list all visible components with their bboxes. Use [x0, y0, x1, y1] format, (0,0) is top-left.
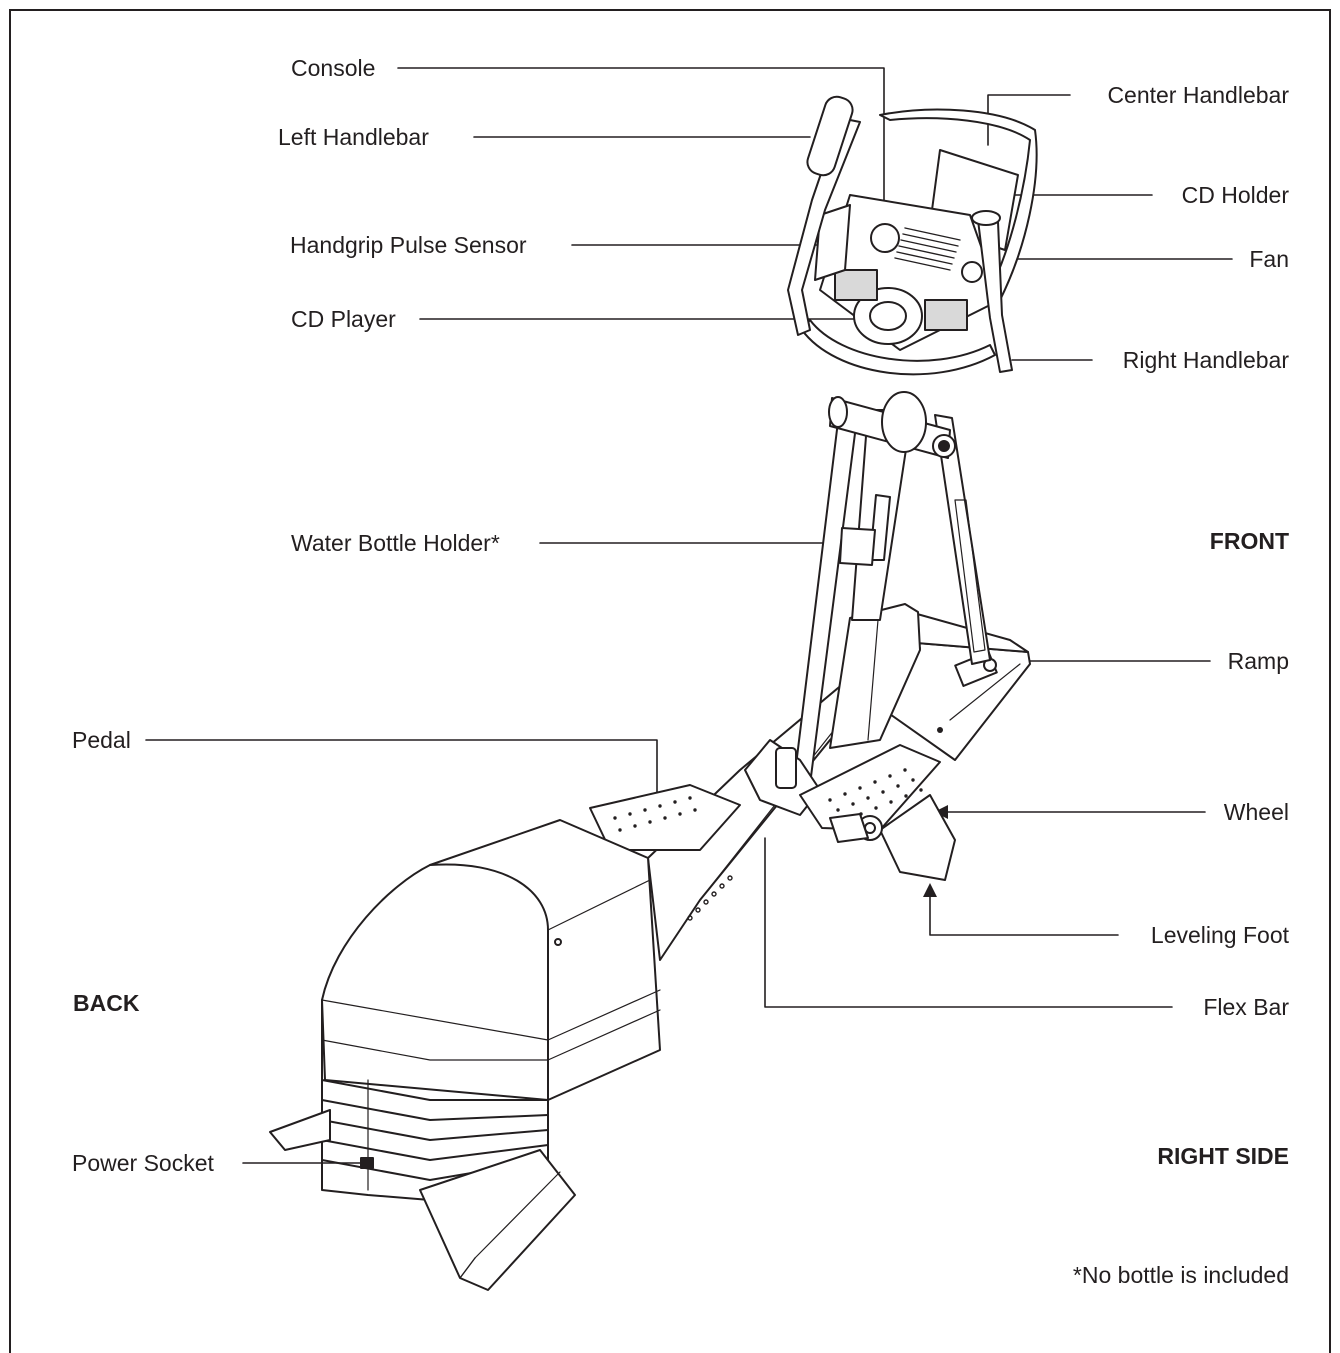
diagram-frame	[9, 9, 1331, 1353]
label-leveling-foot: Leveling Foot	[1150, 922, 1289, 948]
label-power-socket: Power Socket	[72, 1150, 214, 1176]
pedals	[589, 744, 941, 851]
label-cd-holder: CD Holder	[1181, 182, 1289, 208]
label-left-handlebar: Left Handlebar	[278, 124, 429, 150]
orientation-right-side: RIGHT SIDE	[1157, 1143, 1289, 1169]
leader-lines	[145, 67, 1233, 1164]
leader-center-handlebar	[987, 94, 1071, 146]
label-handgrip-pulse-sensor: Handgrip Pulse Sensor	[290, 232, 527, 258]
left-handlebar	[787, 117, 861, 336]
power-socket	[360, 1157, 374, 1169]
rear-stabilizer	[419, 1149, 576, 1291]
label-flex-bar: Flex Bar	[1203, 994, 1289, 1020]
console-assembly	[787, 95, 1038, 376]
right-pedal	[799, 744, 941, 831]
leader-arrowheads	[923, 805, 948, 897]
leader-flex-bar	[764, 837, 1173, 1008]
wheel-arrowhead	[934, 805, 948, 819]
orientation-front: FRONT	[1209, 528, 1289, 554]
label-pedal: Pedal	[72, 727, 131, 753]
footnote: *No bottle is included	[1072, 1262, 1289, 1288]
leader-pedal	[145, 739, 658, 801]
water-bottle-holder	[839, 494, 891, 566]
leveling-foot-wheel	[829, 794, 956, 881]
label-water-bottle-holder: Water Bottle Holder*	[291, 530, 500, 556]
leader-leveling-foot	[929, 894, 1119, 936]
label-right-handlebar: Right Handlebar	[1122, 347, 1289, 373]
right-arm	[934, 414, 991, 665]
fan-grille	[894, 227, 961, 271]
label-cd-player: CD Player	[291, 306, 396, 332]
left-arm	[744, 404, 859, 816]
label-center-handlebar: Center Handlebar	[1107, 82, 1289, 108]
shroud	[269, 819, 661, 1291]
crossbar	[828, 391, 956, 459]
label-wheel: Wheel	[1223, 799, 1289, 825]
label-ramp: Ramp	[1227, 648, 1289, 674]
orientation-back: BACK	[73, 990, 140, 1016]
leveling-foot-arrowhead	[923, 883, 937, 897]
leader-console	[397, 67, 885, 206]
label-console: Console	[291, 55, 376, 81]
label-fan: Fan	[1249, 246, 1289, 272]
